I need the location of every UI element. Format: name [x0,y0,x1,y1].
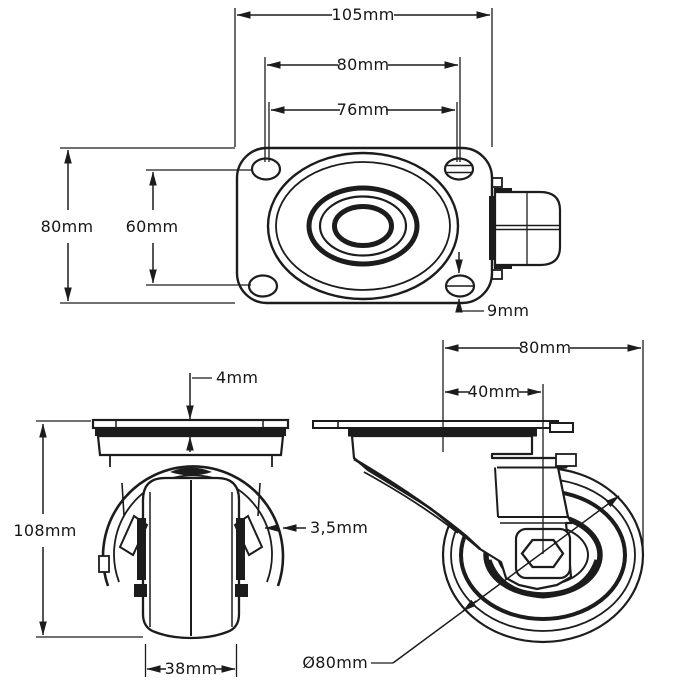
dim-label-plate-depth: 80mm [41,217,94,236]
dimension-hole-spacing-outer: 80mm [264,55,461,162]
dim-label-overall-width: 105mm [331,5,394,24]
dim-label-wheel-diameter: Ø80mm [302,653,368,672]
dimension-wheel-width: 38mm [144,644,238,678]
bolt-holes [247,157,476,298]
dimension-axle-offset: 40mm [444,382,544,554]
dim-label-axle-offset: 40mm [468,382,521,401]
front-view: 4mm 108mm 3,5mm 38mm [13,368,368,678]
bolt-hole-bottom-left [247,274,279,298]
housing-tab [555,453,577,467]
dimension-wheel-depth: 80mm [442,338,644,553]
dim-label-plate-thickness: 4mm [216,368,258,387]
dimension-fork-thickness: 3,5mm [264,518,368,537]
fork-details [98,455,273,597]
dimension-hole-spacing-inner: 76mm [268,100,458,162]
dimension-plate-depth: 80mm [41,147,235,304]
dimension-overall-width: 105mm [234,5,493,147]
dim-label-wheel-depth: 80mm [519,338,572,357]
dimension-hole-spacing-depth: 60mm [126,169,253,286]
dimension-overall-height: 108mm [13,420,143,638]
dim-label-hole-spacing-depth: 60mm [126,217,179,236]
swivel-housing [350,434,600,599]
dim-label-hole-spacing-outer: 80mm [337,55,390,74]
dimension-plate-thickness: 4mm [186,368,258,452]
wheel-top-rings [266,151,460,301]
tread-strip-left [137,518,146,580]
top-view: 105mm 80mm 76mm 80mm [41,5,562,320]
tread-strip-right [236,518,245,580]
bolt-hole-top-left [250,157,282,181]
wheel-top-shading [170,467,212,476]
fork-boss-left [98,555,110,573]
hub-bottom-arc [486,559,600,599]
dimension-slot-width: 9mm [455,252,529,320]
dim-label-slot-width: 9mm [487,301,529,320]
wheel-edge-profile [489,177,562,280]
dim-label-fork-thickness: 3,5mm [310,518,368,537]
bolt-hole-top-right [443,157,475,181]
dim-label-overall-height: 108mm [13,521,76,540]
dimension-wheel-diameter: Ø80mm [302,495,620,672]
wheel-front [141,467,241,640]
dim-label-wheel-width: 38mm [165,659,218,678]
side-view: 80mm 40mm Ø80mm [302,338,645,672]
dim-label-hole-spacing-inner: 76mm [337,100,390,119]
